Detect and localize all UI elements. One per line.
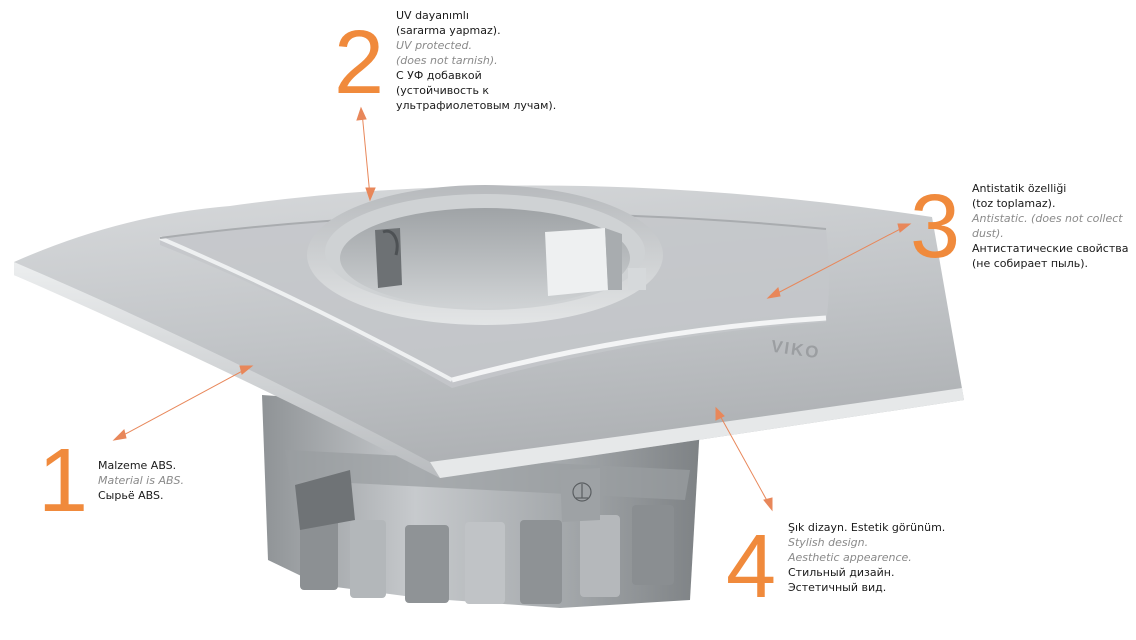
arrowhead-4b bbox=[763, 497, 773, 512]
callout-line: Антистатические свойства bbox=[972, 242, 1129, 255]
callout-line: (sararma yapmaz). bbox=[396, 24, 501, 37]
callout-line: Stylish design. bbox=[788, 536, 869, 549]
callout-number: 2 bbox=[334, 13, 385, 113]
arrowhead-3a bbox=[766, 287, 781, 299]
socket-ring bbox=[307, 185, 663, 325]
callout-number: 1 bbox=[38, 431, 89, 531]
arrowhead-4a bbox=[715, 406, 725, 421]
callout-line: (does not tarnish). bbox=[396, 54, 498, 67]
callout-line: ультрафиолетовым лучам). bbox=[396, 99, 557, 112]
callout-line: Aesthetic appearence. bbox=[788, 551, 912, 564]
callout-text: Antistatik özelliği (toz toplamaz). Anti… bbox=[972, 181, 1129, 271]
callout-line: UV protected. bbox=[396, 39, 472, 52]
callout-line: Стильный дизайн. bbox=[788, 566, 895, 579]
arrowhead-1a bbox=[112, 429, 127, 441]
callout-line: (устойчивость к bbox=[396, 84, 490, 97]
leader-lines bbox=[112, 106, 912, 512]
callout-text: Malzeme ABS. Material is ABS. Сырьё ABS. bbox=[98, 458, 184, 503]
arrowhead-2b bbox=[365, 187, 376, 202]
callout-line: Сырьё ABS. bbox=[98, 489, 164, 502]
callout-line: UV dayanımlı bbox=[396, 9, 469, 22]
callout-line: С УФ добавкой bbox=[396, 69, 482, 82]
callout-line: Эстетичный вид. bbox=[788, 581, 887, 594]
arrowhead-2a bbox=[356, 106, 367, 121]
callout-number: 3 bbox=[910, 177, 961, 277]
callout-line: Malzeme ABS. bbox=[98, 459, 177, 472]
callout-line: Şık dizayn. Estetik görünüm. bbox=[788, 521, 946, 534]
leader-line-3 bbox=[771, 225, 907, 297]
callout-text: UV dayanımlı (sararma yapmaz). UV protec… bbox=[396, 8, 556, 113]
callout-line: Antistatik özelliği bbox=[972, 182, 1067, 195]
callout-line: dust). bbox=[972, 227, 1004, 240]
arrowhead-3b bbox=[897, 223, 912, 233]
callout-text: Şık dizayn. Estetik görünüm. Stylish des… bbox=[788, 520, 945, 595]
arrowhead-1b bbox=[239, 365, 254, 375]
callout-number: 4 bbox=[726, 517, 777, 617]
callout-line: (toz toplamaz). bbox=[972, 197, 1056, 210]
leader-line-1 bbox=[117, 367, 249, 439]
callout-line: Material is ABS. bbox=[98, 474, 185, 487]
leader-line-4 bbox=[717, 411, 771, 507]
leader-line-2 bbox=[361, 111, 371, 197]
callout-line: (не собирает пыль). bbox=[972, 257, 1089, 270]
callout-line: Antistatic. (does not collect bbox=[972, 212, 1123, 225]
